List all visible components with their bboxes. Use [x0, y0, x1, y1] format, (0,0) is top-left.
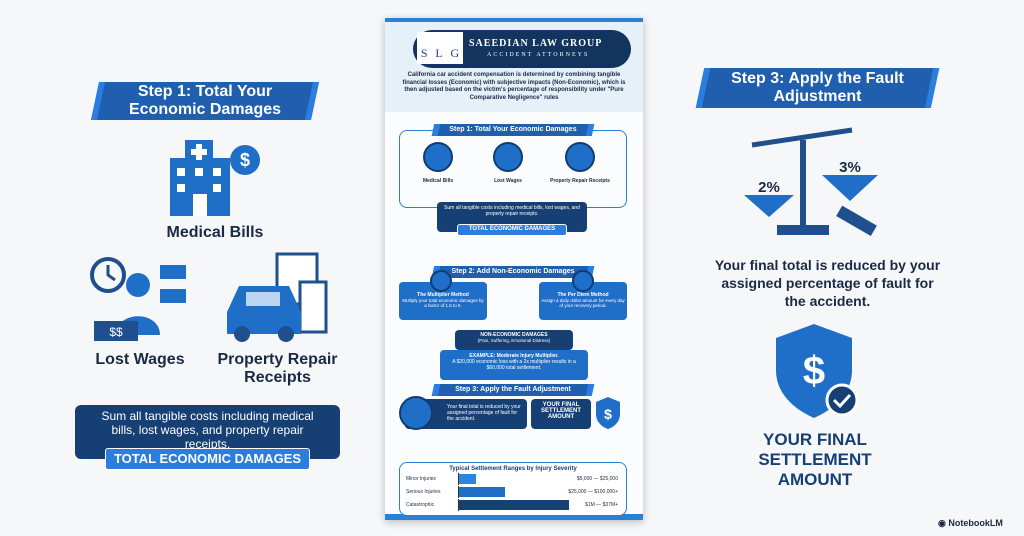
property-repair-label: Property Repair Receipts	[217, 351, 338, 386]
m1-title: The Multiplier Method	[417, 292, 469, 298]
p-total-pill: TOTAL ECONOMIC DAMAGES	[457, 224, 567, 236]
property-repair-icon	[565, 142, 595, 172]
left-total-pill: TOTAL ECONOMIC DAMAGES	[105, 448, 310, 470]
range-label: Catastrophic	[406, 501, 435, 508]
calendar-icon	[572, 270, 594, 292]
p-step1-banner: Step 1: Total Your Economic Damages	[431, 124, 595, 136]
m2-text: Assign a daily dollar amount for every d…	[541, 298, 625, 308]
p-final-label: YOUR FINAL SETTLEMENT AMOUNT	[531, 399, 591, 429]
range-row: Minor Injuries $5,000 — $25,000	[400, 472, 626, 485]
range-bar	[459, 499, 569, 510]
ned-sub: (Pain, Suffering, Emotional Distress)	[477, 338, 551, 343]
p-medical-label: Medical Bills	[422, 178, 454, 184]
lost-wages-icon: $$	[90, 257, 186, 341]
ex-title: EXAMPLE: Moderate Injury Multiplier.	[469, 353, 559, 359]
non-economic-box: NON-ECONOMIC DAMAGES(Pain, Suffering, Em…	[455, 330, 573, 350]
ranges-title: Typical Settlement Ranges by Injury Seve…	[449, 466, 577, 472]
brain-icon	[430, 270, 452, 292]
fault-text: Your final total is reduced by your assi…	[714, 257, 941, 309]
range-label: Minor Injuries	[406, 475, 437, 482]
watermark-text: NotebookLM	[948, 518, 1003, 528]
scale-icon	[399, 396, 433, 430]
p-wages-label: Lost Wages	[494, 178, 522, 184]
firm-subtitle: ACCIDENT ATTORNEYS	[487, 52, 590, 58]
firm-name: SAEEDIAN LAW GROUP	[469, 38, 603, 49]
step1-banner: Step 1: Total Your Economic Damages	[90, 82, 320, 120]
svg-text:$$: $$	[109, 325, 123, 339]
range-value: $5,000 — $25,000	[576, 475, 618, 482]
intro-text: California car accident compensation is …	[402, 72, 626, 101]
svg-text:$: $	[240, 150, 250, 170]
p-step2-banner: Step 2: Add Non-Economic Damages	[431, 266, 595, 278]
hospital-icon: $	[170, 140, 260, 216]
shield-dollar-icon: $	[596, 397, 620, 429]
p-step3-banner: Step 3: Apply the Fault Adjustment	[431, 384, 595, 396]
ned-title: NON-ECONOMIC DAMAGES	[480, 332, 548, 338]
range-value: $25,000 — $100,000+	[568, 488, 618, 495]
scale-gavel-icon: 2% 3%	[744, 127, 878, 237]
m1-text: Multiply your total economic damages by …	[402, 298, 484, 308]
shield-check-icon: $	[776, 324, 859, 418]
ranges-box: Typical Settlement Ranges by Injury Seve…	[399, 462, 627, 516]
final-settlement-label: YOUR FINAL SETTLEMENT AMOUNT	[758, 430, 872, 489]
scale-left-value: 2%	[758, 179, 780, 196]
car-repair-icon	[227, 252, 328, 342]
range-row: Serious Injuries $25,000 — $100,000+	[400, 485, 626, 498]
left-summary-text: Sum all tangible costs including medical…	[101, 409, 314, 451]
p-property-label: Property Repair Receipts	[550, 178, 610, 184]
example-box: EXAMPLE: Moderate Injury Multiplier.A $2…	[440, 350, 588, 380]
range-value: $1M — $37M+	[585, 501, 618, 508]
range-row: Catastrophic $1M — $37M+	[400, 498, 626, 511]
range-label: Serious Injuries	[406, 488, 441, 495]
m2-title: The Per Diem Method	[557, 292, 609, 298]
scale-right-value: 3%	[839, 159, 861, 176]
medical-bills-icon	[423, 142, 453, 172]
lost-wages-icon	[493, 142, 523, 172]
notebooklm-watermark: ◉ NotebookLM	[938, 518, 1003, 528]
ex-text: A $20,000 economic loss with a 2x multip…	[452, 359, 576, 371]
medical-bills-label: Medical Bills	[166, 224, 264, 241]
range-bar	[459, 486, 506, 497]
step3-banner: Step 3: Apply the Fault Adjustment	[695, 68, 940, 108]
svg-text:$: $	[803, 349, 825, 393]
svg-text:$: $	[604, 406, 612, 422]
range-bar	[459, 473, 476, 484]
lost-wages-label: Lost Wages	[95, 351, 185, 368]
